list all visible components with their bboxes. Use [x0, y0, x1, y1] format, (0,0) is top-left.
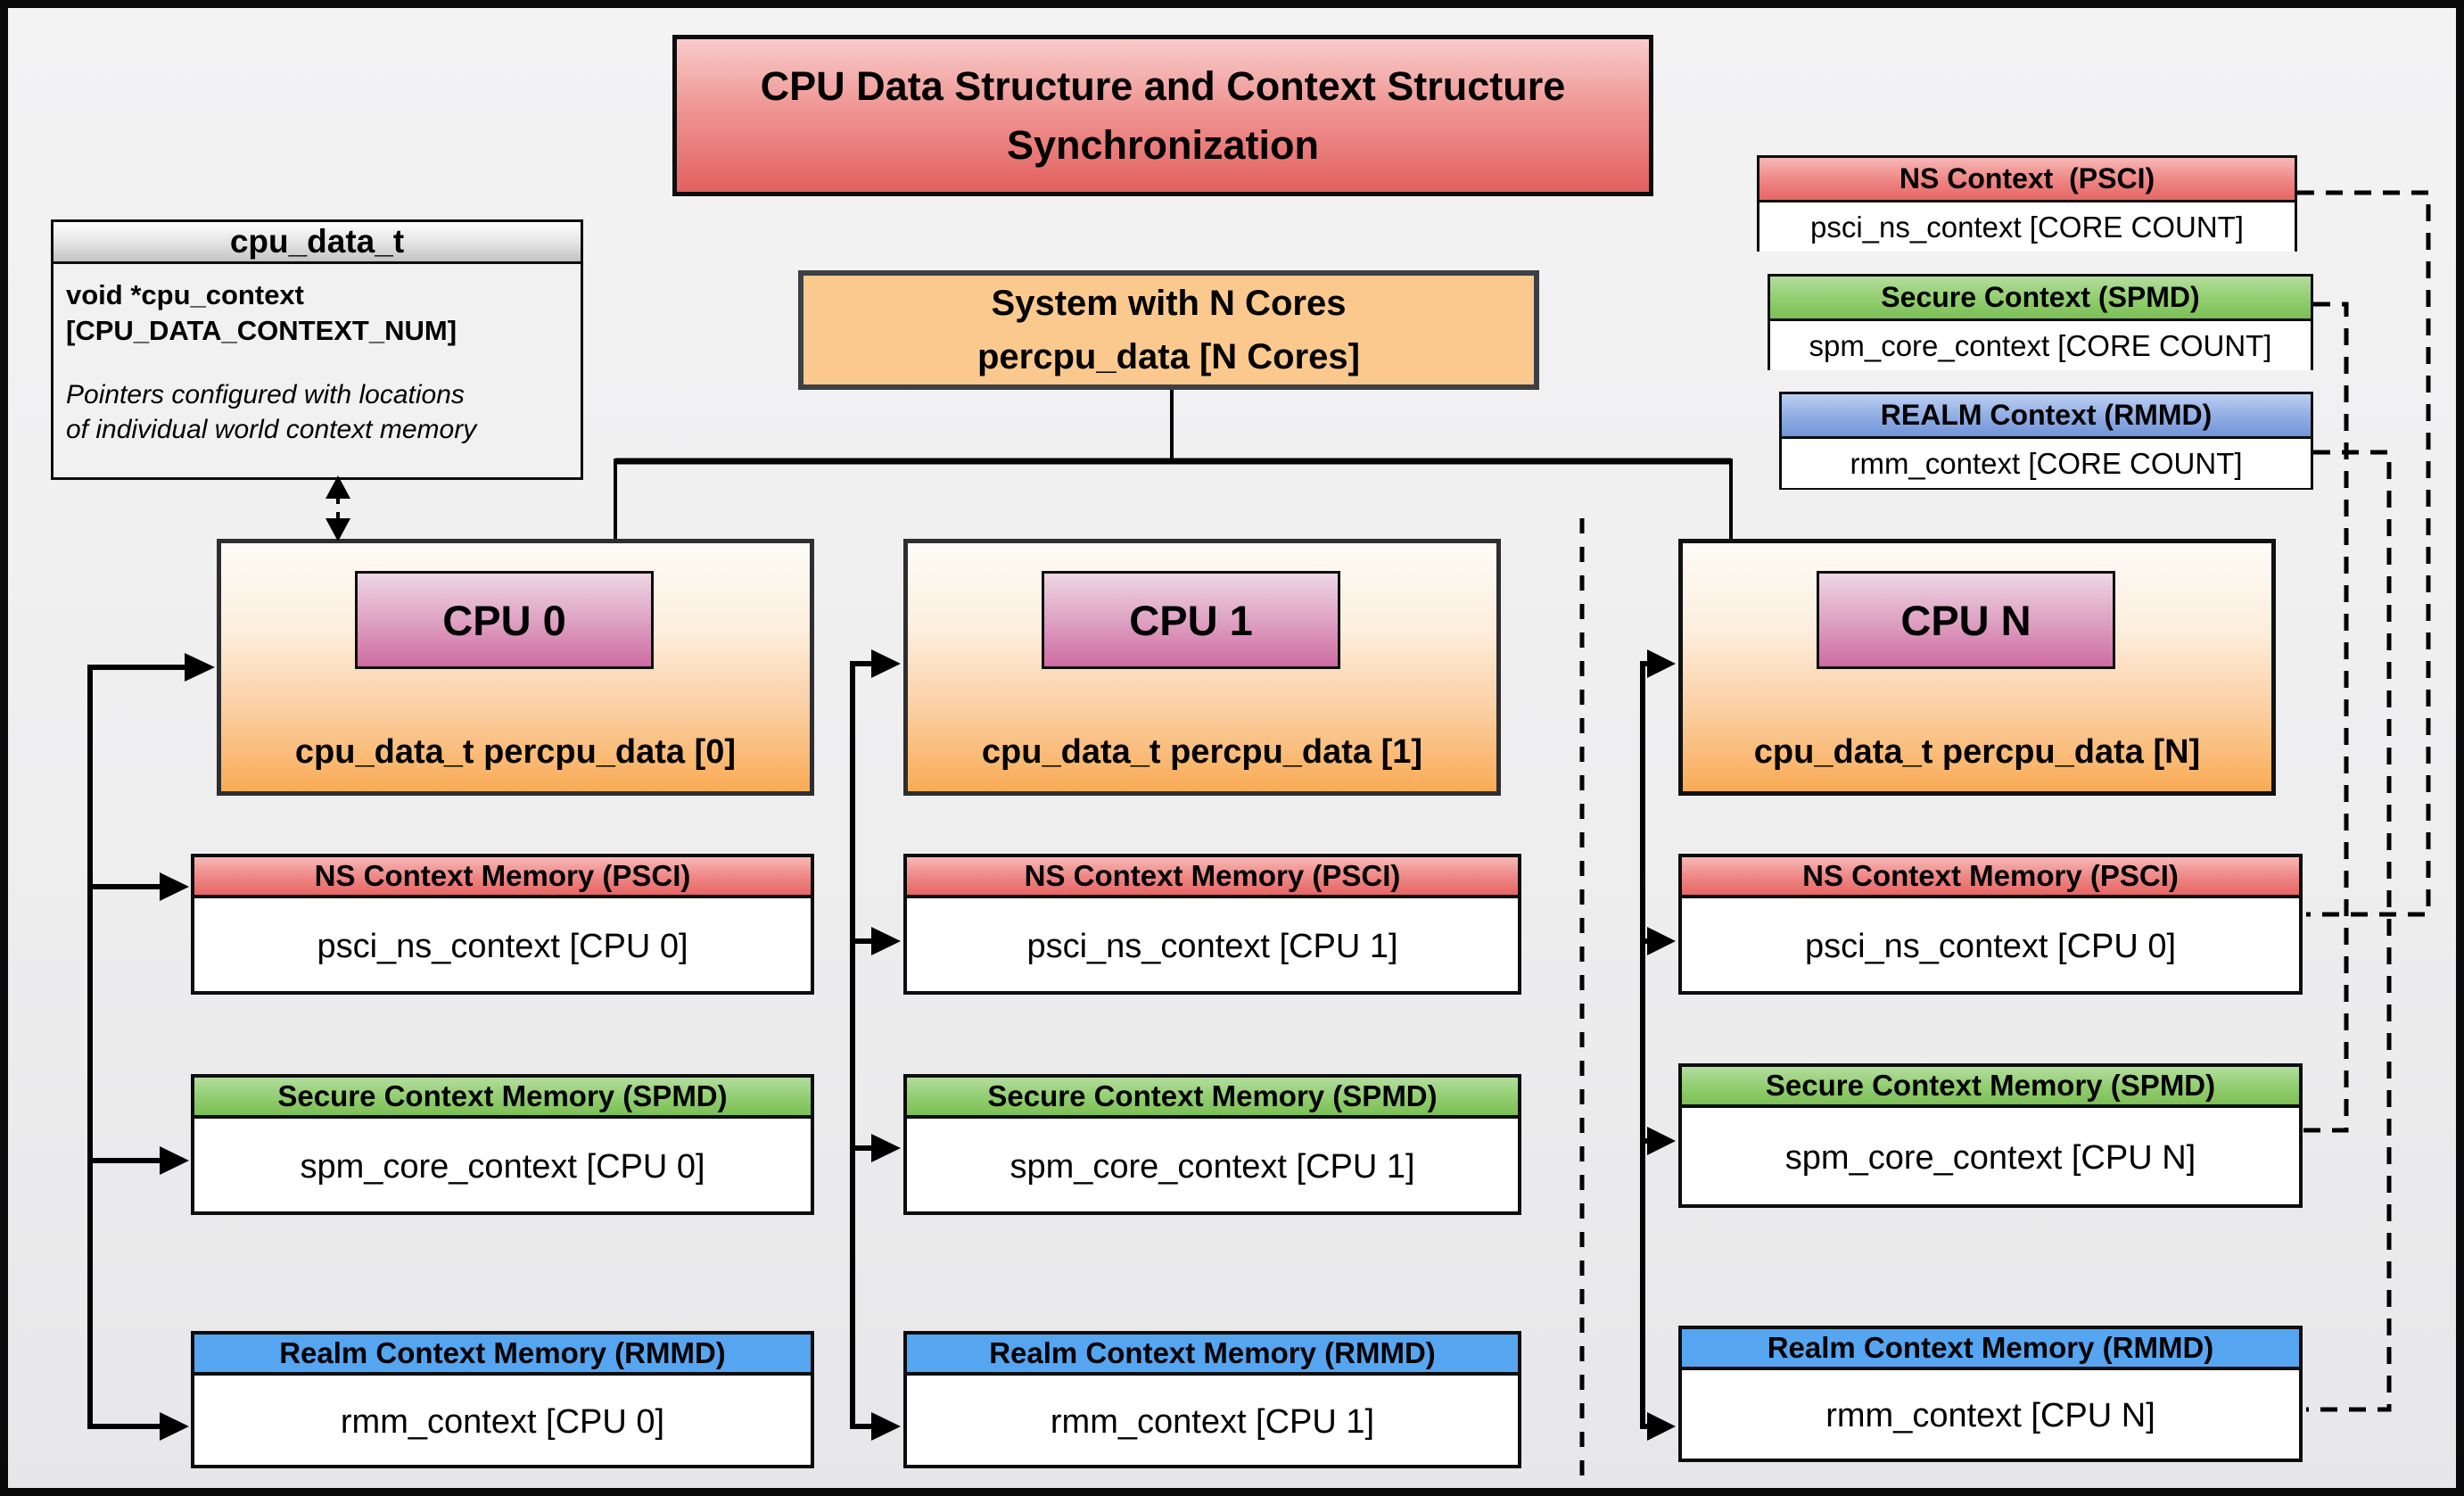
arrow-right-icon [1647, 1127, 1676, 1155]
cpu1-ns-body: psci_ns_context [CPU 1] [1026, 927, 1398, 965]
cpu0-ns-header: NS Context Memory (PSCI) [194, 857, 811, 898]
cpuN-realm-context-box: Realm Context Memory (RMMD) rmm_context … [1678, 1326, 2303, 1462]
legend-secure-context-box: Secure Context (SPMD) spm_core_context [… [1768, 274, 2313, 370]
cpu0-realm-body: rmm_context [CPU 0] [340, 1402, 665, 1441]
cpu0-realm-header: Realm Context Memory (RMMD) [194, 1335, 811, 1376]
cpu0-box: CPU 0 cpu_data_t percpu_data [0] [217, 539, 814, 796]
cpuN-ns-header: NS Context Memory (PSCI) [1682, 857, 2299, 898]
cpu1-secure-context-box: Secure Context Memory (SPMD) spm_core_co… [903, 1074, 1521, 1215]
cpuN-realm-header: Realm Context Memory (RMMD) [1682, 1329, 2299, 1370]
cpu0-ns-context-box: NS Context Memory (PSCI) psci_ns_context… [191, 854, 814, 995]
cpu1-secure-header: Secure Context Memory (SPMD) [907, 1078, 1518, 1119]
legend-ns-header: NS Context (PSCI) [1759, 158, 2295, 202]
legend-ns-body: psci_ns_context [CORE COUNT] [1759, 202, 2295, 252]
legend-secure-header: Secure Context (SPMD) [1770, 277, 2311, 321]
cpuN-secure-context-box: Secure Context Memory (SPMD) spm_core_co… [1678, 1063, 2303, 1208]
arrow-right-icon [871, 1412, 901, 1441]
cpu1-box: CPU 1 cpu_data_t percpu_data [1] [903, 539, 1501, 796]
cpu0-label: cpu_data_t percpu_data [0] [294, 733, 737, 771]
cpuN-secure-body: spm_core_context [CPU N] [1784, 1138, 2196, 1177]
cpu0-ns-body: psci_ns_context [CPU 0] [317, 927, 688, 965]
legend-ns-dashed-loop [2297, 190, 2431, 917]
arrow-right-icon [1647, 649, 1676, 678]
cpu0-realm-context-box: Realm Context Memory (RMMD) rmm_context … [191, 1331, 814, 1468]
arrow-right-icon [871, 927, 901, 955]
cpu1-ns-header: NS Context Memory (PSCI) [907, 857, 1518, 898]
title-box: CPU Data Structure and Context Structure… [672, 35, 1653, 196]
cpuN-ns-context-box: NS Context Memory (PSCI) psci_ns_context… [1678, 854, 2303, 995]
arrow-right-icon [160, 1412, 189, 1441]
cpu-context-field: void *cpu_context [CPU_DATA_CONTEXT_NUM] [66, 279, 457, 346]
arrow-right-icon [871, 1134, 901, 1162]
cpuN-secure-header: Secure Context Memory (SPMD) [1682, 1067, 2299, 1108]
legend-realm-dashed-loop [2306, 450, 2392, 1412]
title-text: CPU Data Structure and Context Structure… [760, 63, 1566, 168]
cpu1-realm-header: Realm Context Memory (RMMD) [907, 1335, 1518, 1376]
cpu1-realm-context-box: Realm Context Memory (RMMD) rmm_context … [903, 1331, 1521, 1468]
cpuN-realm-body: rmm_context [CPU N] [1825, 1397, 2155, 1434]
pointers-note: Pointers configured with locations of in… [66, 380, 477, 444]
arrow-right-icon [1647, 1412, 1676, 1441]
arrow-right-icon [160, 1146, 189, 1175]
cpu1-ns-context-box: NS Context Memory (PSCI) psci_ns_context… [903, 854, 1521, 995]
legend-realm-context-box: REALM Context (RMMD) rmm_context [CORE C… [1779, 392, 2313, 490]
cpuN-badge: CPU N [1817, 571, 2115, 669]
cpu-data-t-body: void *cpu_context [CPU_DATA_CONTEXT_NUM]… [54, 267, 581, 458]
arrow-right-icon [160, 872, 189, 901]
cpu-data-t-header: cpu_data_t [54, 222, 581, 264]
cpu1-label: cpu_data_t percpu_data [1] [981, 733, 1423, 771]
cpu-data-t-box: cpu_data_t void *cpu_context [CPU_DATA_C… [51, 219, 583, 480]
cpu1-realm-body: rmm_context [CPU 1] [1050, 1402, 1375, 1441]
legend-ns-context-box: NS Context (PSCI) psci_ns_context [CORE … [1757, 155, 2297, 252]
cpuN-box: CPU N cpu_data_t percpu_data [N] [1678, 539, 2276, 796]
arrow-right-icon [185, 653, 215, 682]
cpu0-secure-context-box: Secure Context Memory (SPMD) spm_core_co… [191, 1074, 814, 1215]
legend-realm-body: rmm_context [CORE COUNT] [1782, 439, 2311, 488]
cpu0-secure-body: spm_core_context [CPU 0] [300, 1147, 705, 1186]
system-text: System with N Cores percpu_data [N Cores… [977, 284, 1360, 376]
cpu0-secure-header: Secure Context Memory (SPMD) [194, 1078, 811, 1119]
system-box: System with N Cores percpu_data [N Cores… [798, 270, 1539, 390]
arrow-right-icon [871, 649, 901, 678]
cpuN-label: cpu_data_t percpu_data [N] [1753, 733, 2201, 771]
cpu1-badge: CPU 1 [1042, 571, 1340, 669]
legend-secure-body: spm_core_context [CORE COUNT] [1770, 321, 2311, 370]
cpu0-badge: CPU 0 [355, 571, 654, 669]
cpuN-ns-body: psci_ns_context [CPU 0] [1804, 927, 2177, 965]
arrow-right-icon [1647, 927, 1676, 955]
cpu1-secure-body: spm_core_context [CPU 1] [1009, 1147, 1415, 1186]
legend-realm-header: REALM Context (RMMD) [1782, 394, 2311, 439]
